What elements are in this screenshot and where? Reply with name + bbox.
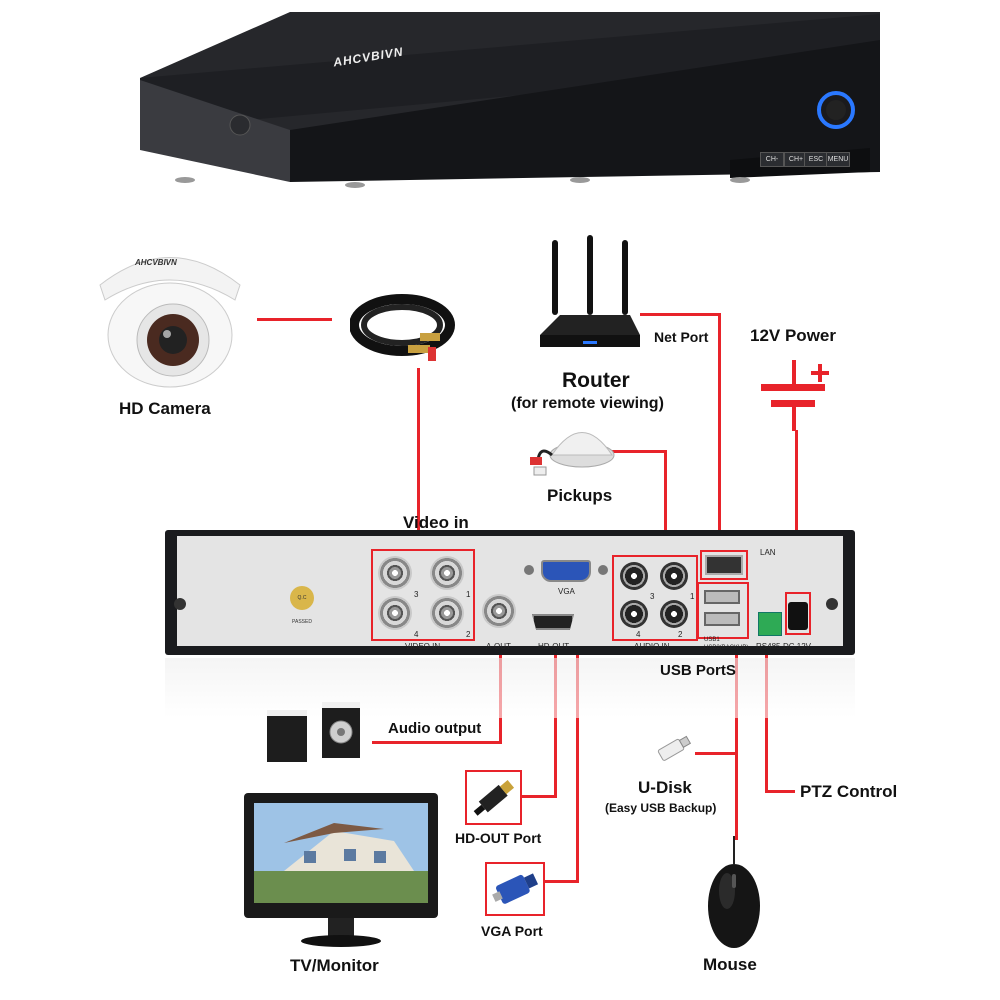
audio-ch-3-label: 3 [650, 592, 655, 601]
u-disk-label: U-Disk [638, 778, 692, 797]
menu-button[interactable]: MENU [826, 152, 850, 167]
hd-camera-image: AHCVBIVN [95, 240, 245, 390]
video-ch-4-label: 4 [414, 630, 419, 639]
usb1-panel-label: USB1 [704, 637, 720, 643]
router-label: Router [562, 369, 630, 392]
dvr-rear-panel [165, 530, 855, 655]
hd-out-port[interactable] [532, 614, 574, 630]
lan-port[interactable] [705, 555, 743, 575]
router-image [535, 235, 645, 355]
a-out-panel-label: A-OUT [486, 642, 511, 651]
wire-ptz-h [765, 790, 795, 793]
wire-vga-v [576, 582, 579, 882]
qc-sticker: Q.C PASSED [290, 586, 314, 625]
tv-monitor-image [244, 793, 438, 953]
dc-power-jack[interactable] [788, 602, 808, 630]
audio-in-port-3[interactable] [620, 562, 648, 590]
wire-power [795, 430, 798, 596]
video-ch-3-label: 3 [414, 590, 419, 599]
screw-icon [598, 565, 608, 575]
audio-in-port-4[interactable] [620, 600, 648, 628]
dc-panel-label: DC 12V [783, 642, 812, 651]
wire-vga-h [545, 880, 579, 883]
usb-port-1[interactable] [704, 590, 740, 604]
vga-panel-label: VGA [558, 587, 575, 596]
ch-plus-button[interactable]: CH+ [784, 152, 808, 167]
vga-port[interactable] [541, 560, 591, 582]
video-in-ports-box [371, 549, 475, 641]
video-in-label: Video in [403, 513, 469, 532]
screw-icon [174, 598, 186, 610]
tv-monitor-label: TV/Monitor [290, 956, 379, 975]
hdmi-connector-box [465, 770, 522, 825]
router-sublabel: (for remote viewing) [511, 395, 664, 412]
audio-ch-1-label: 1 [690, 592, 695, 601]
video-in-port-2[interactable] [430, 596, 464, 630]
power-label: 12V Power [750, 326, 836, 345]
cable-coil-image [349, 285, 460, 370]
video-in-panel-label: VIDEO IN [405, 642, 441, 651]
dc-power-jack-box [785, 592, 811, 635]
audio-in-panel-label: AUDIO IN [634, 642, 670, 651]
wire-router-netport-v [718, 313, 721, 550]
esc-button[interactable]: ESC [804, 152, 828, 167]
rs485-panel-label: RS485 [756, 642, 781, 651]
wire-camera-cable [257, 318, 332, 321]
u-disk-sublabel: (Easy USB Backup) [605, 801, 717, 815]
panel-reflection [165, 658, 855, 718]
ch-minus-button[interactable]: CH- [760, 152, 784, 167]
video-in-port-1[interactable] [430, 556, 464, 590]
wire-router-netport-h [640, 313, 720, 316]
wire-pickup-h [612, 450, 667, 453]
hd-out-port-label: HD-OUT Port [455, 830, 542, 846]
screw-icon [524, 565, 534, 575]
usb-ports-box [697, 582, 749, 639]
audio-in-port-1[interactable] [660, 562, 688, 590]
audio-output-label: Audio output [388, 720, 482, 737]
ptz-control-label: PTZ Control [800, 782, 898, 801]
screw-icon [826, 598, 838, 610]
dvr-front-unit: AHCVBIVN CH- CH+ ESC MENU [0, 0, 1000, 235]
wire-hdout-h [522, 795, 557, 798]
vga-connector-box [485, 862, 545, 916]
wire-usb-v [735, 640, 738, 840]
video-ch-1-label: 1 [466, 590, 471, 599]
vga-connector-icon [490, 866, 542, 912]
speakers-image [262, 700, 367, 765]
vga-port-label: VGA Port [481, 923, 543, 939]
video-in-port-3[interactable] [378, 556, 412, 590]
power-symbol-icon [755, 360, 835, 435]
hdmi-connector-icon [470, 775, 518, 821]
video-in-port-4[interactable] [378, 596, 412, 630]
camera-brand-logo: AHCVBIVN [135, 258, 177, 267]
video-ch-2-label: 2 [466, 630, 471, 639]
wire-cable-videoin [417, 368, 420, 550]
net-port-label: Net Port [654, 329, 709, 345]
lan-port-box [700, 550, 748, 580]
a-out-port[interactable] [482, 594, 516, 628]
usb2-panel-label: USB2(BACKUP) [704, 645, 749, 651]
hd-out-panel-label: HD-OUT [538, 642, 570, 651]
pickups-label: Pickups [547, 486, 613, 505]
audio-ch-4-label: 4 [636, 630, 641, 639]
audio-in-port-2[interactable] [660, 600, 688, 628]
audio-ch-2-label: 2 [678, 630, 683, 639]
hd-camera-label: HD Camera [119, 399, 211, 418]
lan-panel-label: LAN [760, 548, 776, 557]
mouse-image [703, 836, 765, 951]
usb-port-2[interactable] [704, 612, 740, 626]
wire-pickup-v [664, 450, 667, 555]
wire-udisk-h [695, 752, 737, 755]
mouse-label: Mouse [703, 955, 757, 974]
pickup-microphone-image [520, 415, 620, 480]
rs485-terminal[interactable] [758, 612, 782, 636]
usb-flash-drive-icon [654, 732, 694, 762]
qc-sticker-text: Q.C PASSED [292, 595, 312, 625]
wire-aout-h [372, 741, 502, 744]
usb-ports-label: USB PortS [660, 662, 736, 679]
